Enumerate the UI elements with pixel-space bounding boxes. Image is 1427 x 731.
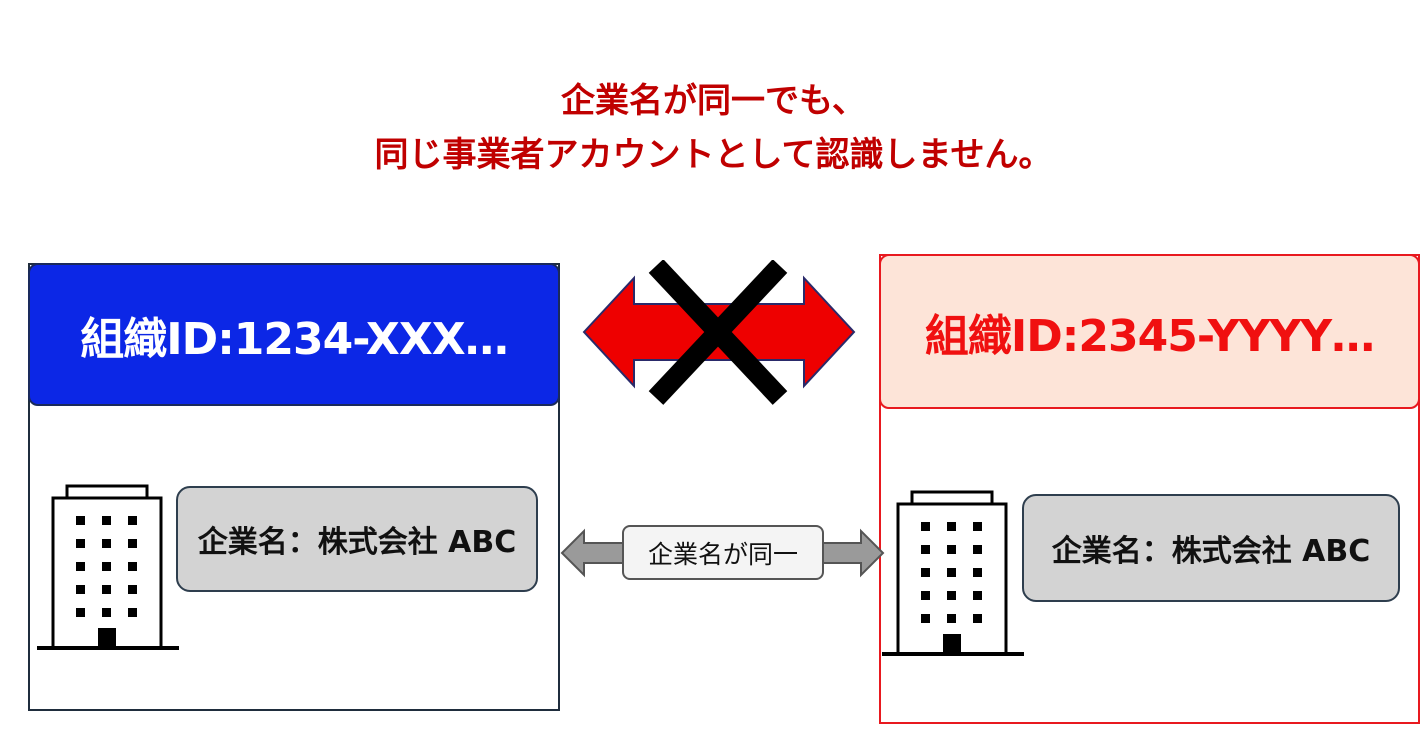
company-name-box-right: 企業名：株式会社 ABC bbox=[1022, 494, 1400, 602]
org-id-header-left: 組織ID:1234-XXX… bbox=[28, 263, 560, 406]
company-name-box-left: 企業名：株式会社 ABC bbox=[176, 486, 538, 592]
cross-icon bbox=[648, 259, 788, 405]
office-building-icon bbox=[880, 490, 1026, 662]
denied-link-icon bbox=[580, 259, 858, 409]
headline-line-2: 同じ事業者アカウントとして認識しません。 bbox=[374, 135, 1053, 175]
same-name-label: 企業名が同一 bbox=[622, 525, 824, 580]
headline-line-1: 企業名が同一でも、 bbox=[561, 81, 866, 121]
org-id-header-right: 組織ID:2345-YYYY… bbox=[879, 254, 1420, 409]
office-building-icon bbox=[35, 484, 181, 656]
